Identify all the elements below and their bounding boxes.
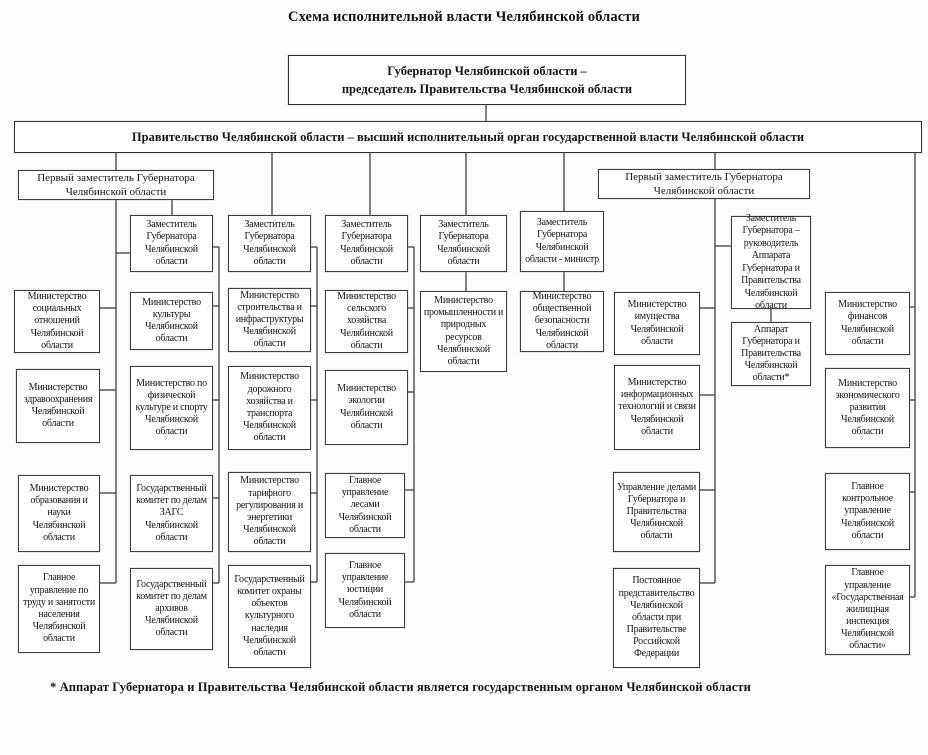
box-ministry-road-transport: Министерство дорожного хозяйства и транс… xyxy=(228,366,311,450)
box-main-directorate-forests: Главное управление лесами Челябинской об… xyxy=(325,473,405,538)
box-state-committee-zags: Государственный комитет по делам ЗАГС Че… xyxy=(130,475,213,552)
box-apparatus: Аппарат Губернатора и Правительства Челя… xyxy=(731,322,811,386)
box-ministry-culture: Министерство культуры Челябинской област… xyxy=(130,292,213,350)
box-ministry-economic-development: Министерство экономического развития Чел… xyxy=(825,368,910,448)
box-deputy-governor-minister: Заместитель Губернатора Челябинской обла… xyxy=(520,211,604,272)
box-first-deputy-right: Первый заместитель Губернатора Челябинск… xyxy=(598,169,810,199)
box-ministry-construction-infrastructure: Министерство строительства и инфраструкт… xyxy=(228,288,311,352)
box-ministry-it-communications: Министерство информационных технологий и… xyxy=(614,365,700,450)
box-main-directorate-labor-employment: Главное управление по труду и занятости … xyxy=(18,565,100,653)
box-ministry-social-relations: Министерство социальных отношений Челяби… xyxy=(14,290,100,353)
box-state-committee-archives: Государственный комитет по делам архивов… xyxy=(130,568,213,650)
box-deputy-governor-2: Заместитель Губернатора Челябинской обла… xyxy=(228,215,311,272)
footnote: * Аппарат Губернатора и Правительства Че… xyxy=(50,680,751,694)
box-ministry-physical-culture-sport: Министерство по физической культуре и сп… xyxy=(130,366,213,450)
box-state-committee-heritage: Государственный комитет охраны объектов … xyxy=(228,565,311,668)
box-ministry-health: Министерство здравоохранения Челябинской… xyxy=(16,369,100,443)
box-main-directorate-justice: Главное управление юстиции Челябинской о… xyxy=(325,553,405,628)
box-ministry-ecology: Министерство экологии Челябинской област… xyxy=(325,370,408,445)
box-directorate-of-affairs: Управление делами Губернатора и Правител… xyxy=(613,472,700,552)
page-title: Схема исполнительной власти Челябинской … xyxy=(288,9,640,25)
box-deputy-governor-4: Заместитель Губернатора Челябинской обла… xyxy=(420,215,507,272)
box-deputy-governor-3: Заместитель Губернатора Челябинской обла… xyxy=(325,215,408,272)
box-deputy-governor-1: Заместитель Губернатора Челябинской обла… xyxy=(130,215,213,272)
box-ministry-finance: Министерство финансов Челябинской област… xyxy=(825,292,910,355)
box-main-directorate-housing-inspection: Главное управление «Государственная жили… xyxy=(825,565,910,655)
box-first-deputy-left: Первый заместитель Губернатора Челябинск… xyxy=(18,170,214,200)
box-deputy-governor-apparatus-head: Заместитель Губернатора – руководитель А… xyxy=(731,213,811,311)
box-ministry-industry-natural-resources: Министерство промышленности и природных … xyxy=(420,291,507,372)
box-ministry-education-science: Министерство образования и науки Челябин… xyxy=(18,475,100,552)
box-ministry-agriculture: Министерство сельского хозяйства Челябин… xyxy=(325,290,408,353)
box-main-control-directorate: Главное контрольное управление Челябинск… xyxy=(825,473,910,550)
box-ministry-property: Министерство имущества Челябинской облас… xyxy=(614,292,700,355)
box-government: Правительство Челябинской области – высш… xyxy=(14,121,922,153)
box-permanent-mission: Постоянное представительство Челябинской… xyxy=(613,568,700,668)
box-ministry-public-safety: Министерство общественной безопасности Ч… xyxy=(520,291,604,352)
box-governor: Губернатор Челябинской области – председ… xyxy=(288,55,686,105)
box-ministry-tariff-energy: Министерство тарифного регулирования и э… xyxy=(228,472,311,552)
